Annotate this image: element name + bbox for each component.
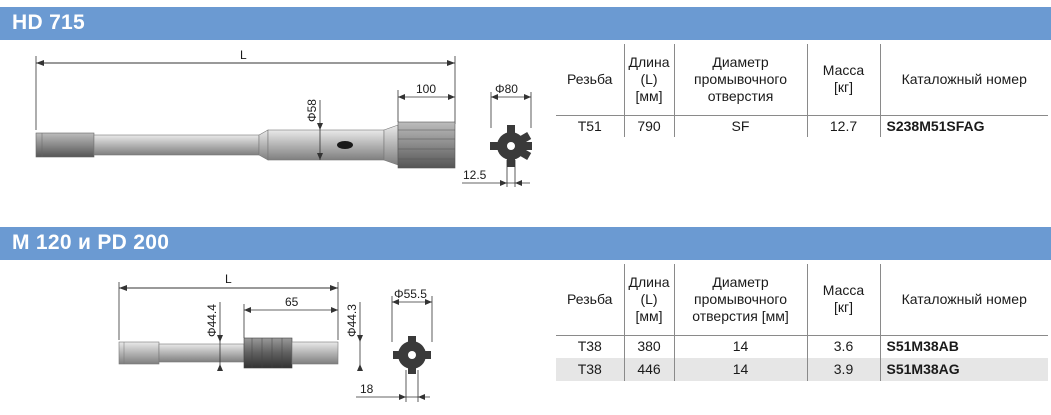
cell-flush-hole: SF — [673, 115, 807, 137]
spline-length-label: 100 — [416, 82, 436, 96]
header-flush-hole: Диаметр промывочного отверстия [мм] — [673, 264, 807, 335]
spec-table-m120-pd200: Резьба Длина (L) [мм] Диаметр промывочно… — [556, 264, 1048, 381]
diameter-right-label: Φ44.3 — [345, 304, 359, 337]
header-length: Длина (L) [мм] — [623, 44, 674, 115]
cell-length: 446 — [623, 358, 674, 381]
cell-length: 380 — [623, 335, 674, 358]
table-row: T51 790 SF 12.7 S238M51SFAG — [556, 115, 1048, 137]
cell-catalog-number: S238M51SFAG — [879, 115, 1048, 137]
section-title: M 120 и PD 200 — [12, 231, 170, 254]
cell-flush-hole: 14 — [673, 335, 807, 358]
shank-drawing-hd715: L Φ58 100 Φ80 — [0, 42, 550, 202]
section-header-hd715: HD 715 — [0, 7, 1051, 40]
diameter-left-label: Φ44.4 — [205, 304, 219, 337]
length-label: L — [225, 272, 232, 286]
end-detail-label: 12.5 — [463, 168, 487, 182]
length-label: L — [240, 48, 247, 62]
cell-mass: 12.7 — [806, 115, 880, 137]
end-diameter-label: Φ55.5 — [394, 287, 427, 301]
shank-drawing-m120-pd200: L 65 Φ44.4 Φ44.3 Φ55.5 — [0, 262, 550, 412]
spline-end-view-icon — [393, 336, 431, 374]
header-mass: Масса [кг] — [806, 44, 880, 115]
header-catalog-number: Каталожный номер — [879, 264, 1048, 335]
header-mass: Масса [кг] — [806, 264, 880, 335]
end-detail-label: 18 — [360, 382, 374, 396]
header-flush-hole: Диаметр промывочного отверстия — [673, 44, 807, 115]
header-thread: Резьба — [567, 290, 613, 307]
diameter-label: Φ58 — [305, 99, 319, 122]
cell-length: 790 — [623, 115, 674, 137]
cell-mass: 3.6 — [806, 335, 880, 358]
cell-thread: T38 — [577, 338, 602, 355]
cell-thread: T51 — [577, 117, 602, 134]
header-length: Длина (L) [мм] — [623, 264, 674, 335]
section-header-m120-pd200: M 120 и PD 200 — [0, 227, 1051, 260]
table-row: T38 380 14 3.6 S51M38AB — [556, 335, 1048, 358]
header-thread: Резьба — [567, 70, 613, 87]
cell-thread: T38 — [556, 358, 624, 381]
end-diameter-label: Φ80 — [495, 82, 518, 96]
cell-flush-hole: 14 — [673, 358, 807, 381]
spline-end-view-icon — [490, 125, 532, 167]
section-title: HD 715 — [12, 11, 86, 34]
cell-mass: 3.9 — [806, 358, 880, 381]
cell-catalog-number: S51M38AG — [879, 358, 1048, 381]
spline-length-label: 65 — [285, 295, 299, 309]
header-catalog-number: Каталожный номер — [879, 44, 1048, 115]
spec-table-hd715: Резьба Длина (L) [мм] Диаметр промывочно… — [556, 44, 1048, 137]
cell-catalog-number: S51M38AB — [879, 335, 1048, 358]
table-row: T38 446 14 3.9 S51M38AG — [556, 358, 1048, 381]
